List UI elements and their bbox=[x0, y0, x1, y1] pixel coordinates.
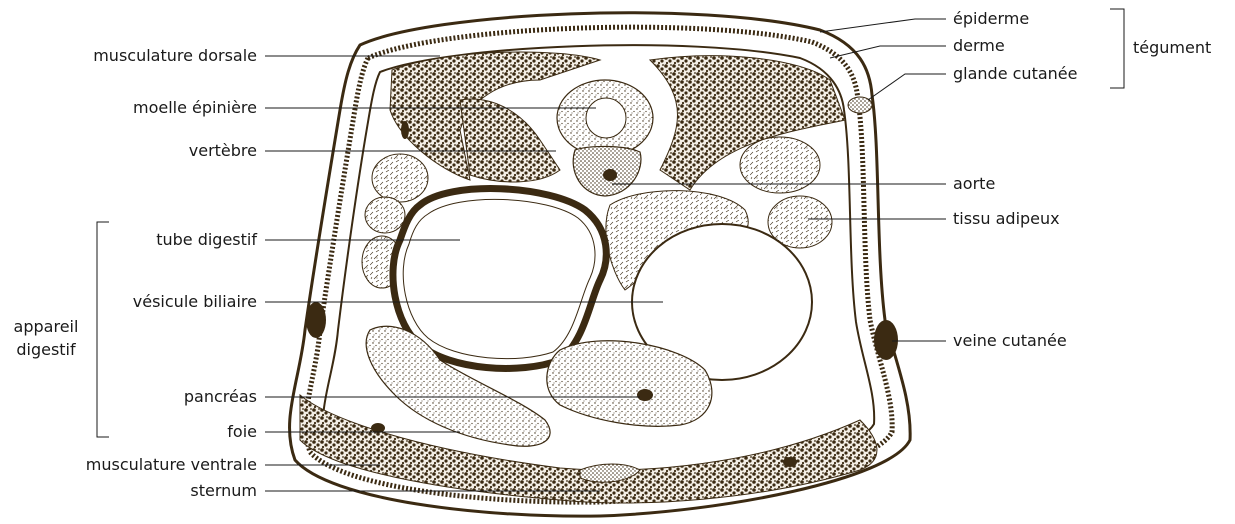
adipose-lobe bbox=[365, 197, 405, 233]
adipose-lobe bbox=[372, 154, 428, 202]
spinal-canal bbox=[586, 98, 626, 138]
group-label-appareil: appareil bbox=[14, 317, 79, 336]
label-aorte: aorte bbox=[953, 174, 995, 193]
bracket-tegument bbox=[1110, 9, 1124, 88]
group-label-digestif: digestif bbox=[16, 340, 76, 359]
digestive-tube-lumen bbox=[403, 199, 595, 358]
cutaneous-vein-right bbox=[874, 320, 898, 360]
dorsal-musculature-deep bbox=[460, 99, 560, 182]
label-musculature-ventrale: musculature ventrale bbox=[86, 455, 257, 474]
label-moelle-epiniere: moelle épinière bbox=[133, 98, 257, 117]
group-label-tegument: tégument bbox=[1133, 38, 1211, 57]
label-derme: derme bbox=[953, 36, 1005, 55]
labels-right: épiderme derme glande cutanée aorte tiss… bbox=[953, 9, 1077, 350]
label-vesicule-biliaire: vésicule biliaire bbox=[133, 292, 257, 311]
label-tissu-adipeux: tissu adipeux bbox=[953, 209, 1060, 228]
bracket-appareil-digestif bbox=[97, 222, 109, 437]
label-vertebre: vertèbre bbox=[189, 141, 257, 160]
label-musculature-dorsale: musculature dorsale bbox=[93, 46, 257, 65]
label-glande-cutanee: glande cutanée bbox=[953, 64, 1077, 83]
cutaneous-vein-small bbox=[401, 121, 409, 139]
leader-glande-cutanee bbox=[868, 74, 946, 100]
cutaneous-vein-small bbox=[783, 457, 797, 467]
label-foie: foie bbox=[227, 422, 257, 441]
label-sternum: sternum bbox=[190, 481, 257, 500]
label-epiderme: épiderme bbox=[953, 9, 1029, 28]
pancreas-duct bbox=[637, 389, 653, 401]
aorta bbox=[603, 169, 617, 181]
label-veine-cutanee: veine cutanée bbox=[953, 331, 1067, 350]
labels-left: musculature dorsale moelle épinière vert… bbox=[86, 46, 258, 500]
leader-epiderme bbox=[820, 19, 946, 32]
adipose-lobe bbox=[740, 137, 820, 193]
label-tube-digestif: tube digestif bbox=[156, 230, 257, 249]
leader-derme bbox=[830, 46, 946, 58]
cutaneous-vein-left bbox=[306, 302, 326, 338]
label-pancreas: pancréas bbox=[184, 387, 257, 406]
